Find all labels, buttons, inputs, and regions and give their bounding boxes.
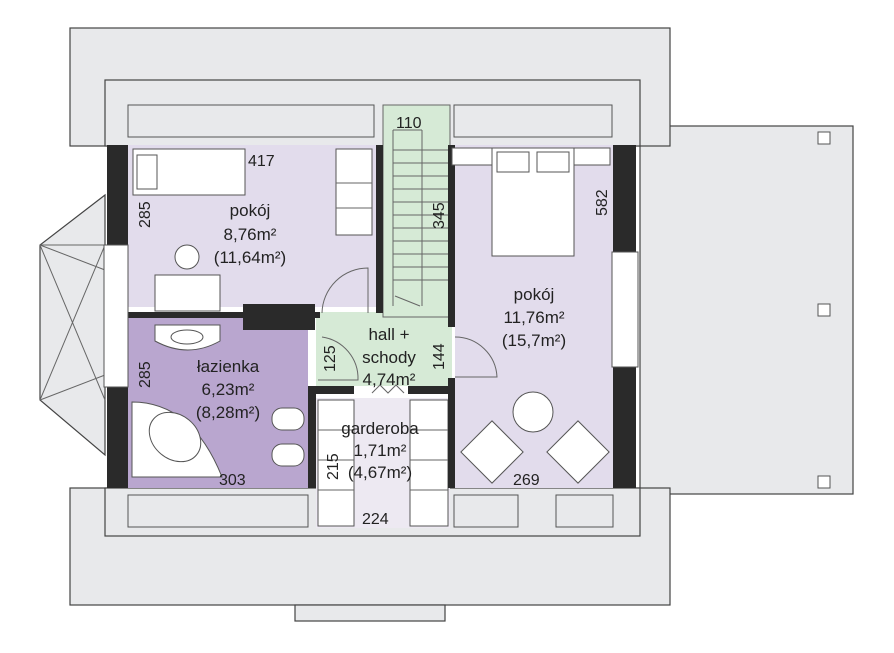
label-lazienka: łazienka 6,23m² (8,28m²) 303 285 — [137, 357, 260, 489]
room-name: łazienka — [197, 357, 260, 376]
dimension-width: 417 — [248, 153, 275, 170]
walls — [107, 145, 636, 488]
roof-top — [69, 27, 671, 147]
terrace — [639, 125, 854, 495]
room-area-total: (15,7m²) — [502, 331, 566, 350]
dimension-height: 215 — [325, 453, 342, 480]
room-area: 1,71m² — [354, 441, 407, 460]
label-pokoj-right: pokój 11,76m² (15,7m²) 269 582 — [502, 189, 611, 489]
label-garderoba: garderoba 1,71m² (4,67m²) 224 215 — [325, 419, 419, 528]
dimension-width: 269 — [513, 472, 540, 489]
furniture — [131, 147, 611, 484]
stairs — [382, 104, 451, 318]
room-area-total: (4,67m²) — [348, 463, 412, 482]
room-area-total: (8,28m²) — [196, 403, 260, 422]
label-hall: hall + schody 4,74m² 125 144 — [322, 325, 448, 389]
bay-window — [39, 193, 106, 457]
room-area-total: (11,64m²) — [214, 248, 286, 267]
dimension-width: 224 — [362, 511, 389, 528]
room-area: 11,76m² — [503, 308, 564, 327]
dimension-height: 582 — [594, 189, 611, 216]
stair-steps — [392, 129, 450, 307]
room-name: pokój — [514, 285, 555, 304]
room-area: 8,76m² — [224, 225, 277, 244]
dimension-height-2: 144 — [431, 343, 448, 370]
dimension-height: 285 — [137, 201, 154, 228]
room-name: pokój — [230, 201, 271, 220]
dimension-width: 110 — [396, 115, 422, 132]
label-stairs: 110 345 — [396, 115, 448, 229]
room-hall — [316, 312, 452, 386]
room-name-2: schody — [362, 348, 416, 367]
room-name: hall + — [368, 325, 409, 344]
dimension-height: 345 — [431, 202, 448, 229]
dimension-height: 125 — [322, 345, 339, 372]
room-name: garderoba — [341, 419, 419, 438]
dimension-height: 285 — [137, 361, 154, 388]
label-pokoj-left: pokój 8,76m² (11,64m²) 417 285 — [137, 153, 286, 267]
room-area: 6,23m² — [202, 380, 255, 399]
room-area: 4,74m² — [363, 370, 416, 389]
dimension-width: 303 — [219, 472, 246, 489]
